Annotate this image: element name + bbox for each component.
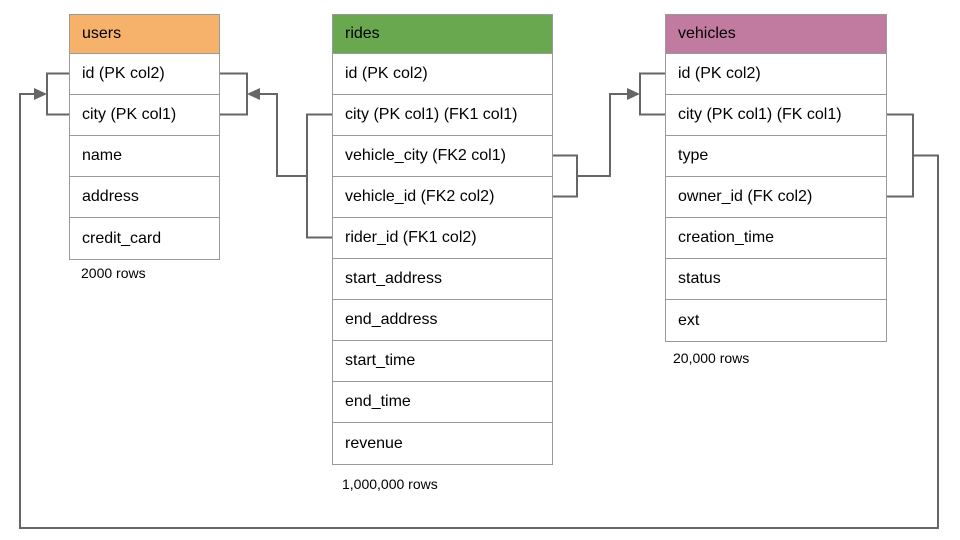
table-rides-column-vehicle-city: vehicle_city (FK2 col1) [333, 136, 552, 177]
vehicles-fk-connector-line [19, 93, 939, 529]
table-vehicles: vehicles id (PK col2) city (PK col1) (FK… [665, 14, 887, 342]
table-users-column-name: name [70, 136, 219, 177]
table-vehicles-column-type: type [666, 136, 886, 177]
table-rides-column-end-time: end_time [333, 382, 552, 423]
table-vehicles-header: vehicles [666, 15, 886, 54]
table-rides-column-vehicle-id: vehicle_id (FK2 col2) [333, 177, 552, 218]
vehicles-fk-source-bracket [887, 113, 914, 198]
table-vehicles-row-count: 20,000 rows [673, 350, 750, 366]
table-rides-column-start-time: start_time [333, 341, 552, 382]
table-rides-column-city: city (PK col1) (FK1 col1) [333, 95, 552, 136]
table-vehicles-column-ext: ext [678, 311, 700, 329]
table-vehicles-column-id: id (PK col2) [666, 54, 886, 95]
rides-fk1-source-bracket [306, 113, 332, 239]
table-users-column-id: id (PK col2) [70, 54, 219, 95]
table-users-header: users [70, 15, 219, 54]
relationship-vehicles-fk-to-users [19, 72, 939, 529]
table-rides-column-id: id (PK col2) [333, 54, 552, 95]
table-users-column-credit-card: credit_card [82, 229, 162, 247]
table-rides: rides id (PK col2) city (PK col1) (FK1 c… [332, 14, 553, 465]
table-users-row-count: 2000 rows [81, 265, 146, 281]
table-users-column-address: address [70, 177, 219, 218]
relationship-rides-fk2-to-vehicles [553, 72, 665, 198]
table-rides-column-rider-id: rider_id (FK1 col2) [333, 218, 552, 259]
rides-fk1-arrowhead-icon [247, 88, 260, 100]
table-rides-column-end-address: end_address [333, 300, 552, 341]
relationship-rides-fk1-to-users [220, 72, 332, 239]
users-pk-target-bracket-right [220, 72, 248, 116]
rides-fk2-connector-line [577, 93, 627, 177]
table-rides-column-start-address: start_address [333, 259, 552, 300]
table-vehicles-column-status: status [666, 259, 886, 300]
rides-fk1-connector-line [260, 93, 307, 177]
table-rides-column-revenue: revenue [345, 434, 403, 452]
table-vehicles-column-creation-time: creation_time [666, 218, 886, 259]
table-users: users id (PK col2) city (PK col1) name a… [69, 14, 220, 260]
table-users-column-city: city (PK col1) [70, 95, 219, 136]
table-rides-header: rides [333, 15, 552, 54]
users-pk-target-bracket-left [46, 72, 69, 116]
table-rides-row-count: 1,000,000 rows [342, 476, 438, 492]
rides-fk2-arrowhead-icon [627, 88, 640, 100]
table-vehicles-column-city: city (PK col1) (FK col1) [666, 95, 886, 136]
vehicles-pk-target-bracket-left [639, 72, 665, 116]
table-vehicles-column-owner-id: owner_id (FK col2) [666, 177, 886, 218]
vehicles-fk-arrowhead-icon [34, 88, 47, 100]
rides-fk2-source-bracket [553, 154, 578, 198]
